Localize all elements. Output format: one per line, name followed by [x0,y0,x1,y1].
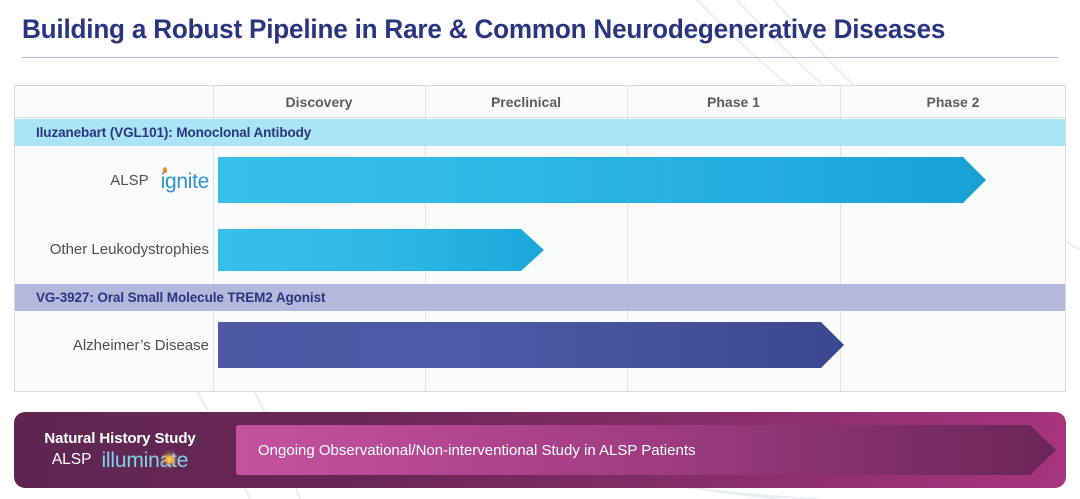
page-title: Building a Robust Pipeline in Rare & Com… [22,14,946,44]
program-band-label-iluzanebart: Iluzanebart (VGL101): Monoclonal Antibod… [36,125,312,140]
indication-label-alsp: ALSP ignite [110,146,209,214]
progress-arrow-alzheimers-disease [218,322,844,368]
flame-spark-icon [162,166,167,173]
glow-dot-icon [165,454,175,464]
header-underline [15,117,1065,118]
progress-arrow-alsp [218,157,986,203]
progress-arrow-other-leukodystrophies [218,229,544,271]
program-band-label-vg3927: VG-3927: Oral Small Molecule TREM2 Agoni… [36,290,326,305]
title-area: Building a Robust Pipeline in Rare & Com… [0,0,1080,68]
indication-label-alsp-text: ALSP [110,171,149,189]
program-band-iluzanebart: Iluzanebart (VGL101): Monoclonal Antibod… [15,119,1065,146]
ignite-logo: ignite [161,166,209,192]
illuminate-logo: illuminate [101,450,188,471]
column-header-preclinical: Preclinical [490,94,562,110]
indication-label-alzheimers-disease: Alzheimer’s Disease [73,311,209,379]
column-header-discovery: Discovery [285,94,353,110]
column-header-phase-2: Phase 2 [926,94,980,110]
natural-history-study-banner: Natural History Study ALSP illuminate On… [14,412,1066,488]
natural-history-study-indication: ALSP [51,451,92,468]
pipeline-table: Discovery Preclinical Phase 1 Phase 2 Il… [14,85,1066,392]
natural-history-study-description: Ongoing Observational/Non-interventional… [258,441,696,459]
table-header-row: Discovery Preclinical Phase 1 Phase 2 [15,86,1065,118]
natural-history-study-title: Natural History Study [44,429,196,447]
natural-history-study-progress-arrow: Ongoing Observational/Non-interventional… [236,425,1056,475]
title-divider [22,57,1058,58]
indication-label-other-leukodystrophies: Other Leukodystrophies [50,214,209,284]
natural-history-study-subtitle: ALSP illuminate [51,450,189,471]
program-band-vg3927: VG-3927: Oral Small Molecule TREM2 Agoni… [15,284,1065,311]
column-header-phase-1: Phase 1 [707,94,760,110]
column-separator-3 [627,86,628,391]
indication-label-alzheimers-disease-text: Alzheimer’s Disease [72,336,209,354]
natural-history-study-identity: Natural History Study ALSP illuminate [14,412,226,488]
indication-label-other-leukodystrophies-text: Other Leukodystrophies [49,240,209,258]
